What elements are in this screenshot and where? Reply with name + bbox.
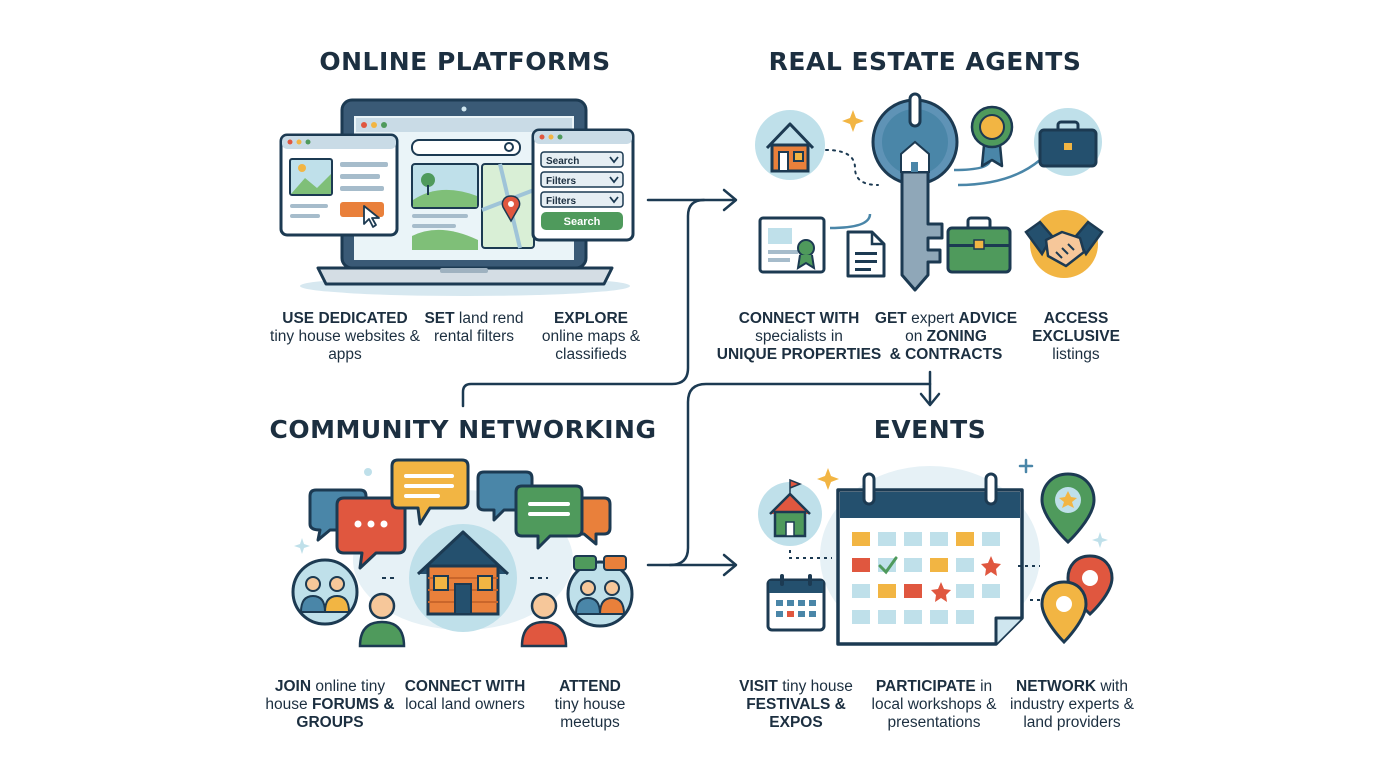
group-avatar-icon [566, 555, 634, 628]
group-avatar-icon [291, 558, 359, 626]
green-briefcase-icon [946, 216, 1012, 274]
arrow-to-events-loop [668, 382, 932, 567]
document-icon [846, 230, 886, 278]
small-calendar-icon [766, 574, 826, 632]
house-icon [409, 524, 517, 632]
key-icon [871, 92, 959, 292]
filter-dropdown-label-2: Filters [546, 196, 576, 207]
caption-join-forums: JOIN online tiny house FORUMS & GROUPS [265, 678, 395, 731]
person-avatar-icon [358, 592, 406, 648]
community-networking-illustration [291, 458, 634, 648]
location-pin-icon [1040, 580, 1088, 645]
handshake-icon [1024, 220, 1104, 268]
caption-dedicated-websites: USE DEDICATED tiny house websites & apps [270, 310, 420, 363]
person-avatar-icon [520, 592, 568, 648]
caption-exclusive-listings: ACCESS EXCLUSIVE listings [1032, 310, 1120, 363]
chat-bubble-green-icon [514, 484, 584, 550]
community-networking-title: COMMUNITY NETWORKING [269, 415, 657, 444]
search-button-label: Search [564, 216, 601, 228]
caption-explore-maps: EXPLORE online maps & classifieds [541, 310, 641, 363]
certificate-icon [758, 216, 826, 274]
calendar-icon [836, 472, 1024, 646]
online-platforms-title: ONLINE PLATFORMS [319, 47, 611, 76]
caption-attend-meetups: ATTEND tiny house meetups [554, 678, 626, 731]
caption-visit-festivals: VISIT tiny house FESTIVALS & EXPOS [739, 678, 853, 731]
caption-connect-landowners: CONNECT WITH local land owners [404, 678, 526, 713]
arrow-community-to-events-head [722, 553, 738, 577]
award-ribbon-icon [970, 105, 1014, 168]
arrow-community-to-agents [461, 198, 706, 408]
chat-bubble-yellow-icon [390, 458, 470, 526]
arrow-agents-to-events-head [919, 392, 941, 407]
location-pin-star-icon [1040, 472, 1096, 545]
flow-arrows [461, 188, 941, 577]
caption-connect-specialists: CONNECT WITH specialists in UNIQUE PROPE… [716, 310, 882, 363]
arrow-online-to-agents-head [722, 188, 738, 212]
caption-participate-workshops: PARTICIPATE in local workshops & present… [871, 678, 997, 731]
events-title: EVENTS [873, 415, 987, 444]
events-illustration [758, 458, 1114, 646]
real-estate-agents-illustration [755, 92, 1104, 292]
caption-expert-advice: GET expert ADVICE on ZONING & CONTRACTS [874, 310, 1018, 363]
house-icon [758, 478, 822, 546]
real-estate-agents-title: REAL ESTATE AGENTS [768, 47, 1082, 76]
briefcase-icon [1038, 120, 1098, 168]
caption-network-experts: NETWORK with industry experts & land pro… [1009, 678, 1135, 731]
caption-land-filters: SET land rend rental filters [424, 310, 524, 345]
online-platforms-illustration: Search Filters Filters Search [279, 98, 635, 296]
search-dropdown-label: Search [546, 156, 579, 167]
filter-dropdown-label-1: Filters [546, 176, 576, 187]
sparkle-icon [842, 110, 864, 132]
